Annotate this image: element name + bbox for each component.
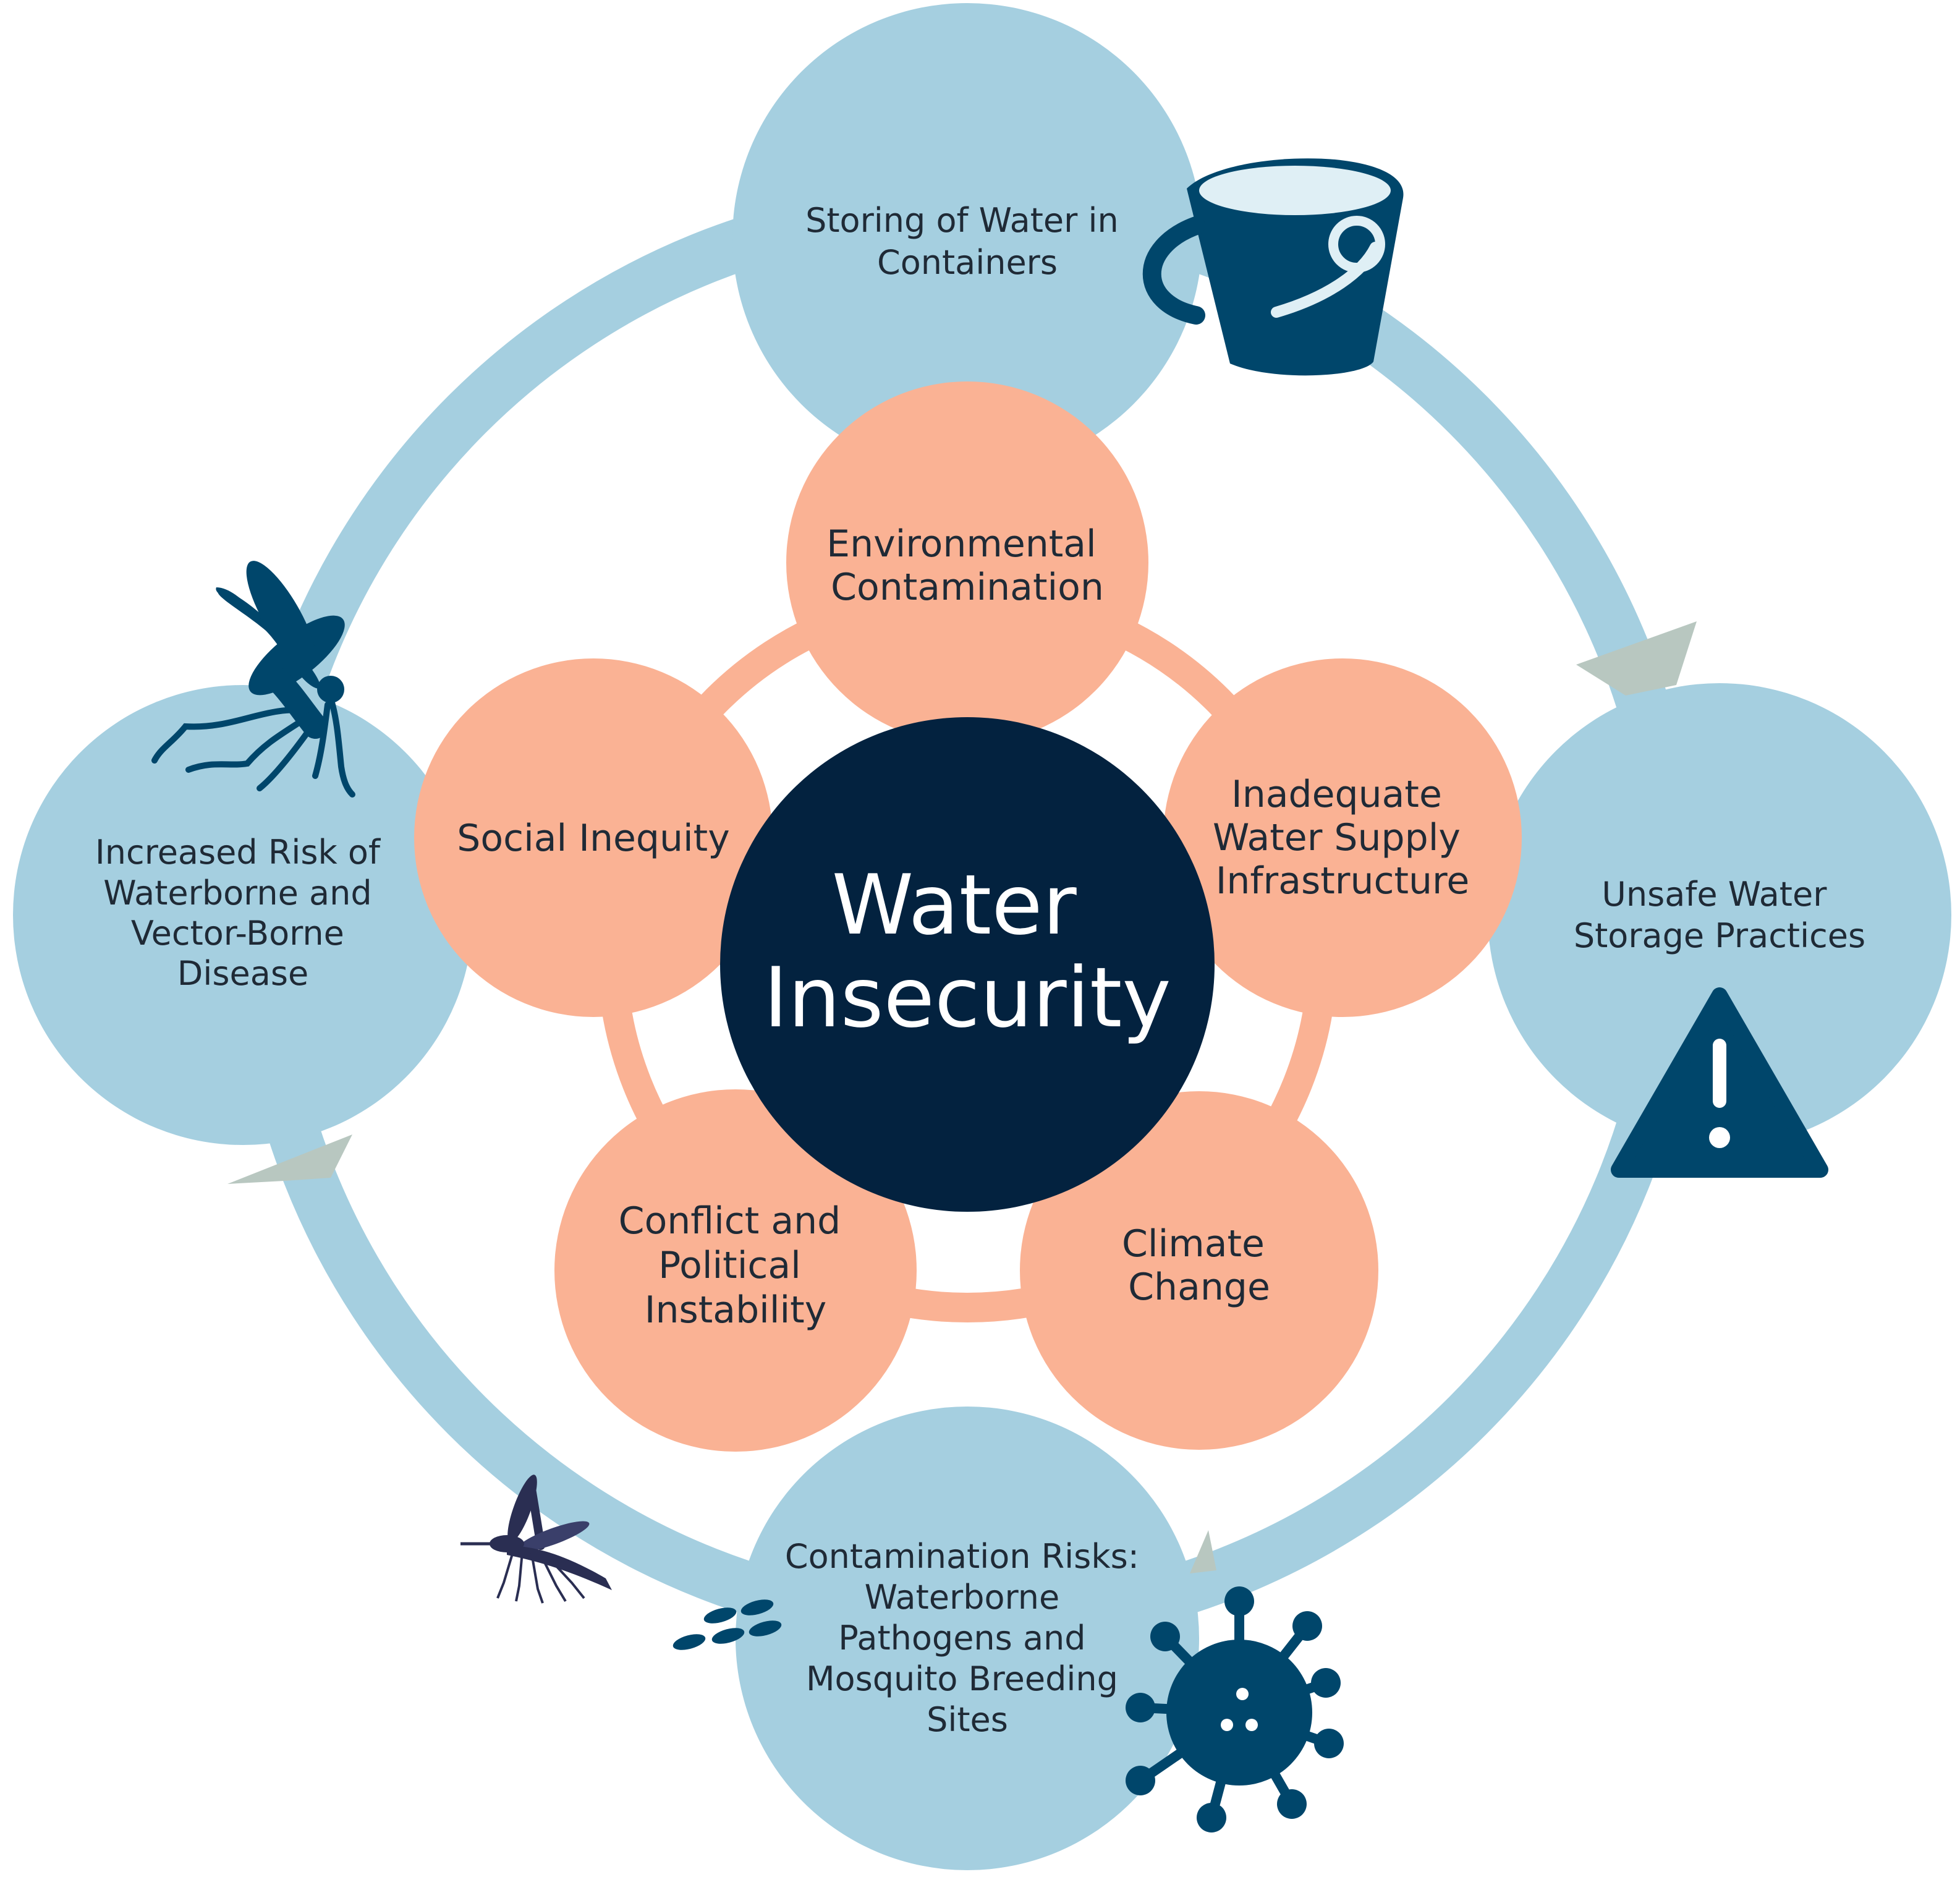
mosquito-icon <box>151 561 355 798</box>
outer-node-risk-line-3: Vector-Borne <box>131 914 344 953</box>
inner-node-conflict-line-1: Conflict and <box>619 1199 841 1243</box>
svg-text:Contamination Risks: Wat: Contamination Risks: Waterborne Pathogen… <box>785 1537 1150 1739</box>
outer-node-risk-line-1: Increased Risk of <box>95 833 381 872</box>
cycle-arrow-tip-bottom <box>1190 1530 1216 1573</box>
virus-icon <box>1126 1586 1344 1832</box>
outer-node-risk-circle <box>13 685 473 1145</box>
outer-node-storing-circle <box>732 3 1202 473</box>
inner-node-social: Social Inequity <box>414 658 773 1017</box>
inner-node-infrastructure-circle <box>1163 658 1522 1017</box>
svg-text:Inadequate Water Supply: Inadequate Water Supply Infrastructure <box>1213 773 1472 903</box>
outer-node-unsafe: Unsafe Water Storage Practices <box>1488 683 1951 1147</box>
warning-icon <box>1611 987 1828 1178</box>
center-node-line-2: Insecurity <box>763 950 1171 1046</box>
inner-node-infrastructure-line-2: Water Supply <box>1213 816 1461 859</box>
bucket-icon <box>1142 158 1404 376</box>
outer-node-contamination-line-1: Contamination Risks: <box>785 1537 1139 1576</box>
larvae-icon <box>672 1599 782 1650</box>
svg-text:Climate Change: Climate Change <box>1122 1222 1276 1309</box>
inner-node-climate: Climate Change <box>1020 1091 1378 1450</box>
outer-node-contamination: Contamination Risks: Waterborne Pathogen… <box>736 1407 1199 1870</box>
inner-node-environmental-line-1: Environmental <box>826 522 1097 566</box>
outer-node-contamination-line-4: Mosquito Breeding <box>806 1659 1118 1698</box>
cycle-arrow-tip-right <box>1576 621 1697 696</box>
outer-node-unsafe-line-2: Storage Practices <box>1574 916 1865 955</box>
inner-node-infrastructure: Inadequate Water Supply Infrastructure <box>1163 658 1522 1017</box>
inner-node-infrastructure-line-3: Infrastructure <box>1216 859 1470 903</box>
outer-node-contamination-line-5: Sites <box>927 1700 1008 1739</box>
outer-node-contamination-line-2: Waterborne <box>865 1578 1060 1617</box>
svg-text:Social Inequity: Social Inequity <box>457 817 729 860</box>
inner-node-conflict-circle <box>554 1089 917 1452</box>
svg-text:Increased Risk of Waterb: Increased Risk of Waterborne and Vector-… <box>95 833 391 993</box>
outer-node-contamination-line-3: Pathogens and <box>838 1619 1085 1658</box>
center-node: Water Insecurity <box>720 717 1215 1212</box>
outer-node-storing-line-1: Storing of Water in <box>805 201 1119 240</box>
svg-text:Environmental Contaminat: Environmental Contamination <box>826 522 1108 609</box>
inner-node-environmental-circle <box>786 381 1148 744</box>
outer-node-contamination-circle <box>736 1407 1199 1870</box>
center-node-line-1: Water <box>832 857 1077 953</box>
inner-node-social-circle <box>414 658 773 1017</box>
svg-text:Unsafe Water Storage Pra: Unsafe Water Storage Practices <box>1574 875 1865 955</box>
outer-node-risk-line-2: Waterborne and <box>103 874 371 913</box>
inner-node-climate-circle <box>1020 1091 1378 1450</box>
inner-node-infrastructure-line-1: Inadequate <box>1231 773 1442 816</box>
cycle-arrow-tip-left <box>227 1134 352 1184</box>
svg-text:Storing of Water in Cont: Storing of Water in Containers <box>805 201 1129 282</box>
mosquito-small-icon <box>460 1475 612 1604</box>
inner-node-environmental: Environmental Contamination <box>786 381 1148 744</box>
outer-node-unsafe-line-1: Unsafe Water <box>1602 875 1827 914</box>
inner-node-climate-line-2: Change <box>1128 1266 1270 1309</box>
outer-node-unsafe-circle <box>1488 683 1951 1147</box>
outer-node-risk: Increased Risk of Waterborne and Vector-… <box>13 685 473 1145</box>
center-node-circle <box>720 717 1215 1212</box>
inner-node-conflict-line-3: Instability <box>645 1288 826 1332</box>
inner-node-climate-line-1: Climate <box>1122 1222 1265 1266</box>
inner-node-social-line-1: Social Inequity <box>457 817 729 860</box>
outer-node-risk-line-4: Disease <box>177 954 308 993</box>
svg-text:Water Insecurity: Water Insecurity <box>763 857 1171 1046</box>
inner-node-environmental-line-2: Contamination <box>831 566 1104 609</box>
inner-node-conflict: Conflict and Political Instability <box>554 1089 917 1452</box>
outer-node-storing-line-2: Containers <box>877 243 1058 282</box>
inner-node-conflict-line-2: Political <box>658 1244 801 1287</box>
outer-node-storing: Storing of Water in Containers <box>732 3 1202 473</box>
svg-text:Conflict and Political: Conflict and Political Instability <box>619 1199 853 1332</box>
